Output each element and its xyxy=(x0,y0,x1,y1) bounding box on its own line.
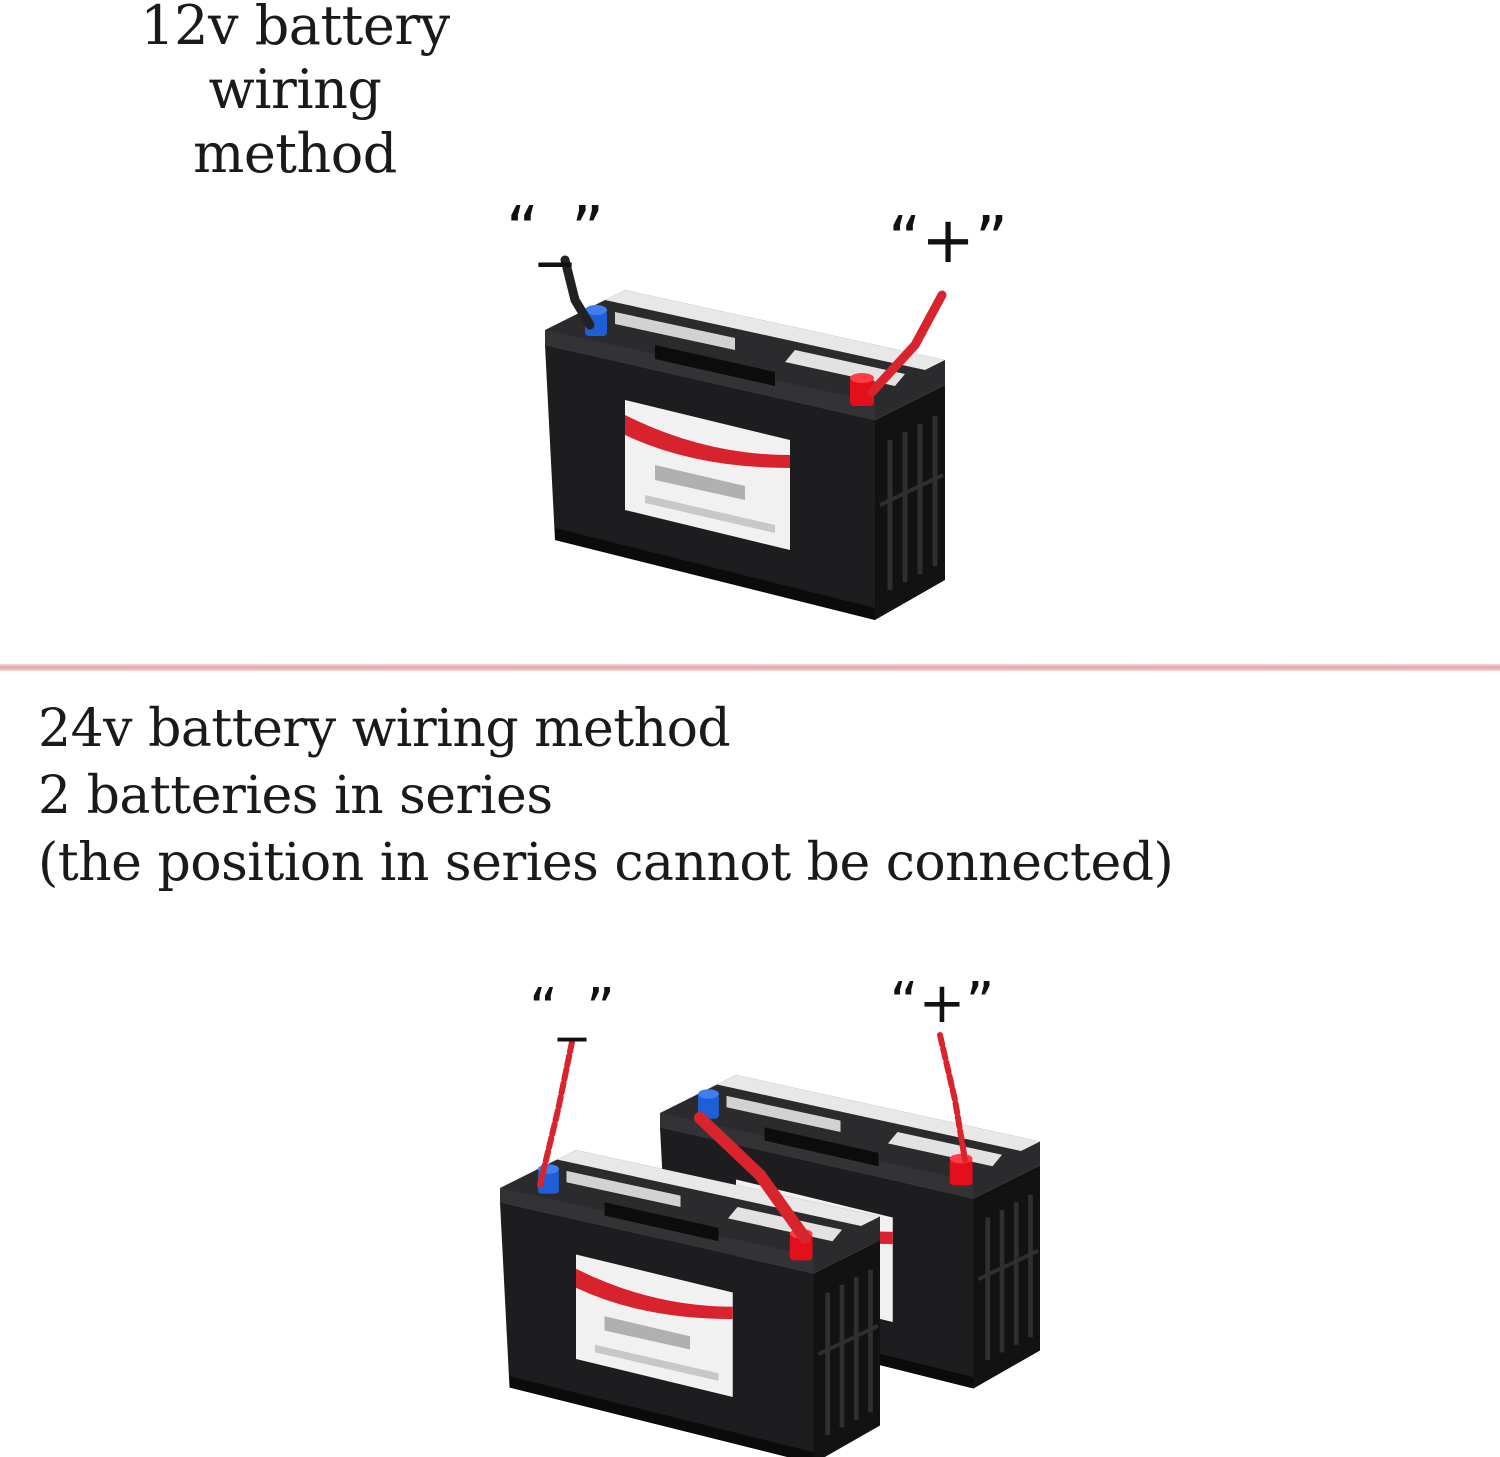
positive-label-12v: “+” xyxy=(888,204,1008,278)
title-12v-line2: wiring method xyxy=(193,58,397,185)
negative-label-12v: “_” xyxy=(506,194,604,268)
positive-label-24v: “+” xyxy=(890,971,995,1036)
title-24v-line3: (the position in series cannot be connec… xyxy=(38,833,1174,893)
positive-cable-24v xyxy=(937,1032,968,1163)
title-24v: 24v battery wiring method 2 batteries in… xyxy=(38,696,1174,897)
title-24v-line2: 2 batteries in series xyxy=(38,766,553,826)
title-12v-line1: 12v battery xyxy=(140,0,450,57)
section-divider xyxy=(0,664,1500,671)
negative-cable-24v xyxy=(537,1039,575,1188)
title-12v: 12v battery wiring method xyxy=(100,0,490,186)
battery-12v xyxy=(545,290,945,620)
title-24v-line1: 24v battery wiring method xyxy=(38,699,731,759)
negative-cable-12v xyxy=(560,255,595,330)
positive-cable-12v xyxy=(867,290,947,397)
series-link-cable xyxy=(694,1112,811,1244)
negative-label-24v: “_” xyxy=(529,977,615,1042)
